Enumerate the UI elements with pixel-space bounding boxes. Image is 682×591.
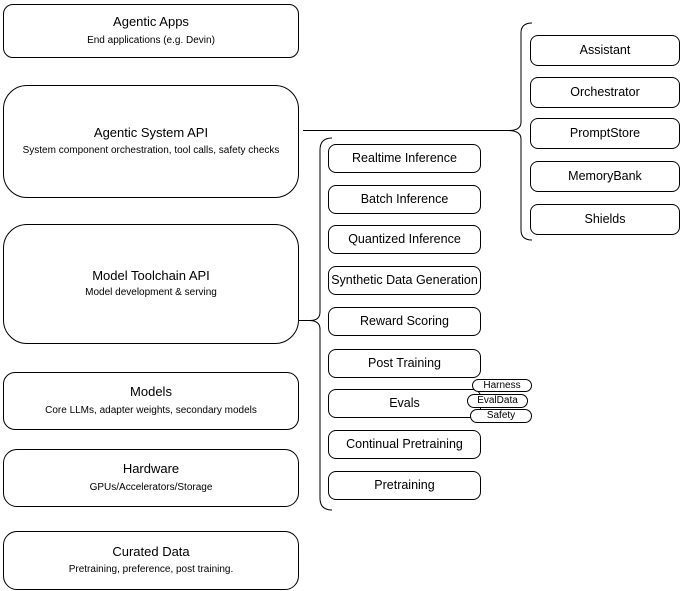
node-title: Curated Data xyxy=(112,543,190,559)
node-memorybank: MemoryBank xyxy=(530,161,680,192)
node-agentic-system-api: Agentic System API System component orch… xyxy=(3,85,299,198)
node-assistant: Assistant xyxy=(530,35,680,66)
node-label: Reward Scoring xyxy=(360,314,449,329)
node-title: Agentic System API xyxy=(93,125,209,141)
node-label: Synthetic Data Generation xyxy=(331,273,478,288)
node-label: MemoryBank xyxy=(568,169,642,184)
node-label: Evals xyxy=(389,396,420,411)
node-label: Orchestrator xyxy=(570,85,640,100)
node-subtitle: Core LLMs, adapter weights, secondary mo… xyxy=(45,404,257,416)
node-label: Batch Inference xyxy=(360,192,449,207)
node-title: Model Toolchain API xyxy=(92,267,210,283)
node-quantized-inference: Quantized Inference xyxy=(328,225,481,254)
node-promptstore: PromptStore xyxy=(530,118,680,149)
node-subtitle: End applications (e.g. Devin) xyxy=(87,34,215,46)
node-title: Hardware xyxy=(122,461,180,477)
node-evals: Evals xyxy=(328,389,481,418)
node-synthetic-data-generation: Synthetic Data Generation xyxy=(328,266,481,295)
node-orchestrator: Orchestrator xyxy=(530,77,680,108)
node-label: Pretraining xyxy=(374,478,435,493)
node-label: Assistant xyxy=(579,43,631,58)
tag-harness: Harness xyxy=(472,379,532,392)
node-label: Continual Pretraining xyxy=(346,437,463,452)
node-realtime-inference: Realtime Inference xyxy=(328,144,481,173)
node-models: Models Core LLMs, adapter weights, secon… xyxy=(3,372,299,430)
node-model-toolchain-api: Model Toolchain API Model development & … xyxy=(3,224,299,344)
node-post-training: Post Training xyxy=(328,349,481,378)
node-label: Realtime Inference xyxy=(352,151,457,166)
node-label: PromptStore xyxy=(569,126,641,141)
system-bracket xyxy=(508,22,533,241)
tag-safety: Safety xyxy=(470,409,532,423)
tag-evaldata: EvalData xyxy=(467,394,528,408)
node-subtitle: Model development & serving xyxy=(85,287,217,299)
node-batch-inference: Batch Inference xyxy=(328,185,481,214)
node-subtitle: Pretraining, preference, post training. xyxy=(68,564,234,576)
node-label: Quantized Inference xyxy=(348,232,461,247)
node-subtitle: GPUs/Accelerators/Storage xyxy=(89,481,213,493)
node-continual-pretraining: Continual Pretraining xyxy=(328,430,481,459)
node-agentic-apps: Agentic Apps End applications (e.g. Devi… xyxy=(3,4,299,58)
tag-label: EvalData xyxy=(477,395,518,406)
node-shields: Shields xyxy=(530,204,680,235)
node-curated-data: Curated Data Pretraining, preference, po… xyxy=(3,531,299,590)
node-hardware: Hardware GPUs/Accelerators/Storage xyxy=(3,449,299,507)
node-subtitle: System component orchestration, tool cal… xyxy=(22,144,280,156)
node-title: Models xyxy=(130,384,172,400)
node-label: Post Training xyxy=(368,356,441,371)
toolchain-bracket xyxy=(309,137,333,511)
tag-label: Harness xyxy=(483,379,521,391)
tag-label: Safety xyxy=(486,410,516,421)
node-title: Agentic Apps xyxy=(113,14,189,30)
node-reward-scoring: Reward Scoring xyxy=(328,307,481,336)
node-pretraining: Pretraining xyxy=(328,471,481,500)
node-label: Shields xyxy=(584,212,626,227)
